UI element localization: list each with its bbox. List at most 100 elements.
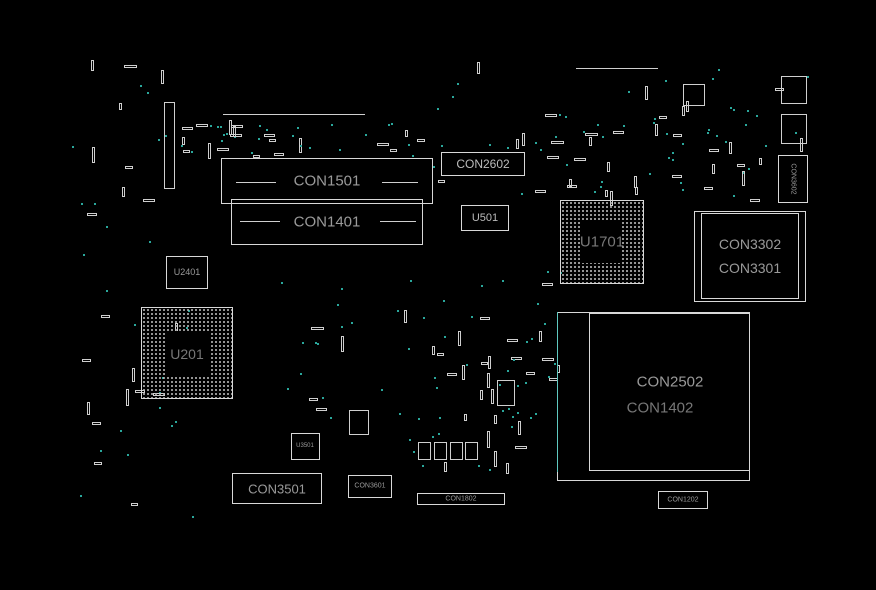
passive-component (160, 70, 164, 84)
via (265, 128, 268, 131)
passive-component (268, 138, 277, 142)
via (221, 139, 224, 142)
passive-component (462, 365, 466, 381)
via (501, 409, 504, 412)
passive-component (404, 129, 408, 138)
con1202-connector[interactable] (658, 491, 708, 509)
via (225, 132, 228, 135)
via (127, 454, 130, 457)
via (540, 148, 543, 151)
via (317, 342, 320, 345)
via (81, 203, 84, 206)
via (600, 180, 603, 183)
con3601-connector[interactable] (348, 475, 392, 498)
con1501-connector[interactable] (221, 158, 433, 204)
passive-component (92, 421, 102, 425)
via (597, 124, 600, 127)
via (433, 376, 436, 379)
via (165, 135, 168, 138)
passive-component (491, 389, 495, 404)
con1802-connector[interactable] (417, 493, 505, 505)
passive-component (516, 139, 520, 149)
via (222, 133, 225, 136)
passive-component (522, 133, 526, 146)
via (191, 150, 194, 153)
chip[interactable] (781, 76, 807, 104)
con3602-connector[interactable] (778, 155, 808, 203)
via (456, 82, 459, 85)
via (412, 451, 415, 453)
via (553, 363, 556, 366)
u2401-chip[interactable] (166, 256, 208, 289)
via (398, 413, 401, 416)
via (717, 69, 720, 72)
passive-component (233, 126, 237, 137)
passive-component (506, 339, 518, 342)
via (341, 325, 344, 328)
pad-row (240, 221, 280, 222)
via (507, 146, 510, 149)
passive-component (534, 190, 546, 194)
via (133, 323, 136, 326)
via (300, 145, 303, 148)
passive-component (124, 165, 133, 169)
chip[interactable] (781, 114, 807, 144)
side-connector[interactable] (164, 102, 175, 189)
via (296, 127, 299, 130)
passive-component (299, 137, 303, 153)
con1402-connector[interactable] (589, 313, 750, 471)
passive-component (308, 398, 319, 402)
via (170, 425, 173, 428)
edge-trace (557, 312, 558, 472)
via (471, 315, 474, 318)
inductor[interactable] (450, 442, 463, 460)
via (437, 432, 440, 435)
chip[interactable] (497, 380, 515, 406)
passive-component (340, 336, 344, 353)
u201-bga[interactable] (141, 307, 233, 399)
passive-component (480, 362, 489, 366)
via (652, 121, 655, 124)
via (712, 78, 715, 81)
via (341, 288, 344, 291)
via (409, 439, 412, 442)
via (217, 125, 220, 128)
via (478, 465, 481, 468)
via (308, 147, 311, 150)
passive-component (606, 161, 610, 172)
passive-component (479, 389, 483, 401)
passive-component (183, 149, 191, 153)
passive-component (493, 415, 497, 424)
inductor[interactable] (465, 442, 478, 460)
passive-component (82, 359, 92, 363)
via (529, 417, 532, 420)
via (748, 167, 751, 170)
u501-chip[interactable] (461, 205, 509, 231)
u501-label: U501 (471, 212, 499, 224)
passive-component (131, 368, 135, 382)
via (291, 134, 294, 137)
via (209, 124, 212, 127)
passive-component (125, 389, 129, 407)
inductor[interactable] (434, 442, 447, 460)
u3501-chip[interactable] (291, 433, 320, 460)
u1701-label: U1701 (579, 233, 625, 251)
chip[interactable] (683, 84, 705, 106)
inductor[interactable] (418, 442, 431, 460)
passive-component (749, 199, 761, 203)
con1401-connector[interactable] (231, 199, 423, 245)
via (511, 426, 514, 429)
passive-component (264, 133, 276, 137)
passive-component (711, 164, 715, 175)
via (672, 151, 675, 154)
passive-component (389, 149, 397, 152)
con3501-connector[interactable] (232, 473, 322, 504)
con3302-connector[interactable] (694, 211, 806, 302)
con3301-connector[interactable] (701, 213, 799, 299)
via (547, 375, 550, 378)
via (397, 309, 400, 312)
con2602-connector[interactable] (441, 152, 525, 176)
chip[interactable] (349, 410, 369, 435)
passive-component (477, 62, 481, 74)
